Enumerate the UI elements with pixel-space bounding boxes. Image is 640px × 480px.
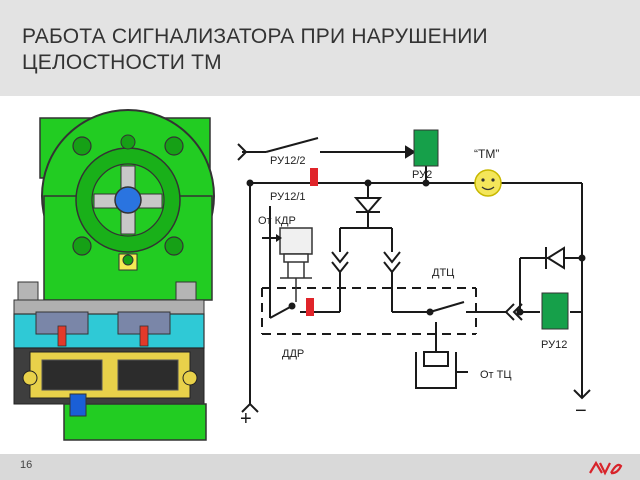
- diode-top-icon: [353, 190, 383, 214]
- junction-dot: [288, 302, 296, 310]
- junction-dot: [422, 179, 430, 187]
- plus-arrow-icon: [241, 402, 259, 413]
- label-ot-kdr: От КДР: [258, 215, 296, 227]
- plus-terminal-label: +: [240, 408, 252, 430]
- relay-ru12: [541, 292, 569, 330]
- kdr-pressure-switch: [262, 227, 313, 302]
- slide-footer: 16: [0, 454, 640, 480]
- junction-dots: [246, 179, 586, 316]
- label-ru12-2: РУ12/2: [270, 155, 306, 167]
- junction-dot: [578, 254, 586, 262]
- label-ot-tc: От ТЦ: [480, 369, 512, 381]
- label-tm: “ТМ”: [474, 147, 499, 161]
- label-ru12: РУ12: [541, 339, 567, 351]
- label-dtc: ДТЦ: [432, 267, 454, 279]
- socket-ru12-icon: [504, 303, 515, 321]
- signaling-device-illustration: [13, 109, 215, 441]
- tm-lamp-icon: [474, 169, 502, 197]
- junction-dot: [516, 308, 524, 316]
- title-line-2: ЦЕЛОСТНОСТИ ТМ: [22, 51, 222, 74]
- switch-ddr: [269, 305, 293, 319]
- junction-dot: [246, 179, 254, 187]
- page-number: 16: [20, 459, 33, 471]
- diagram-canvas: РУ12/2 РУ12/1 РУ2 “ТМ” От КДР ДТЦ ДДР От…: [13, 109, 591, 441]
- circuit-schematic: [237, 137, 591, 413]
- arrow-head-icon: [405, 145, 416, 159]
- label-ddr: ДДР: [282, 348, 304, 360]
- label-ru2: РУ2: [412, 169, 432, 181]
- label-ru12-1: РУ12/1: [270, 191, 306, 203]
- minus-arrow-icon: [573, 389, 591, 400]
- socket-left-icon: [331, 251, 349, 264]
- slide-title: РАБОТА СИГНАЛИЗАТОРА ПРИ НАРУШЕНИИ ЦЕЛОС…: [22, 24, 582, 76]
- socket-right-icon: [383, 251, 401, 264]
- diode-right-icon: [545, 246, 565, 270]
- relay-ru2: [413, 129, 439, 167]
- junction-dot: [364, 179, 372, 187]
- rzd-logo-icon: [589, 460, 623, 476]
- tc-piston: [423, 351, 449, 367]
- contact-ru12-1: [310, 168, 318, 186]
- tc-chamber: [415, 352, 457, 389]
- minus-terminal-label: −: [575, 400, 587, 422]
- contact-ddr: [306, 298, 314, 316]
- title-line-1: РАБОТА СИГНАЛИЗАТОРА ПРИ НАРУШЕНИИ: [22, 25, 488, 48]
- switch-dtc: [429, 301, 465, 313]
- slide-header: РАБОТА СИГНАЛИЗАТОРА ПРИ НАРУШЕНИИ ЦЕЛОС…: [0, 0, 640, 96]
- switch-ru12-2: [265, 137, 319, 153]
- junction-dot: [426, 308, 434, 316]
